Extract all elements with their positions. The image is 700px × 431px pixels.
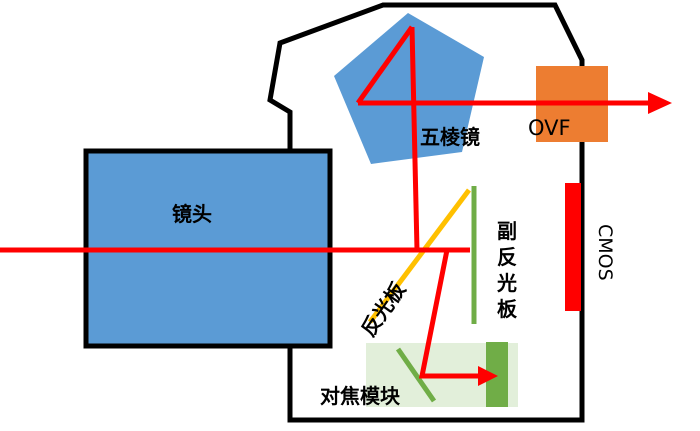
ray-to-af — [418, 247, 480, 379]
camera-body-outline — [267, 2, 585, 423]
light-path — [0, 25, 650, 379]
cmos-label: CMOS — [594, 224, 616, 281]
af-module-label: 对焦模块 — [320, 384, 400, 408]
pentaprism — [334, 13, 484, 164]
cmos-sensor — [565, 183, 581, 311]
arrowhead-af — [478, 366, 498, 386]
af-sensor — [486, 342, 508, 407]
af-small-mirror — [395, 347, 437, 403]
arrowhead-ovf — [648, 92, 672, 114]
main-mirror — [368, 188, 471, 324]
ovf-label: OVF — [528, 116, 571, 140]
pentaprism-label: 五棱镜 — [420, 125, 480, 149]
ray-up — [409, 26, 420, 251]
ray-prism-diag — [355, 25, 415, 105]
sub-mirror-label: 副反光板 — [497, 219, 517, 321]
lens-label: 镜头 — [172, 202, 212, 226]
